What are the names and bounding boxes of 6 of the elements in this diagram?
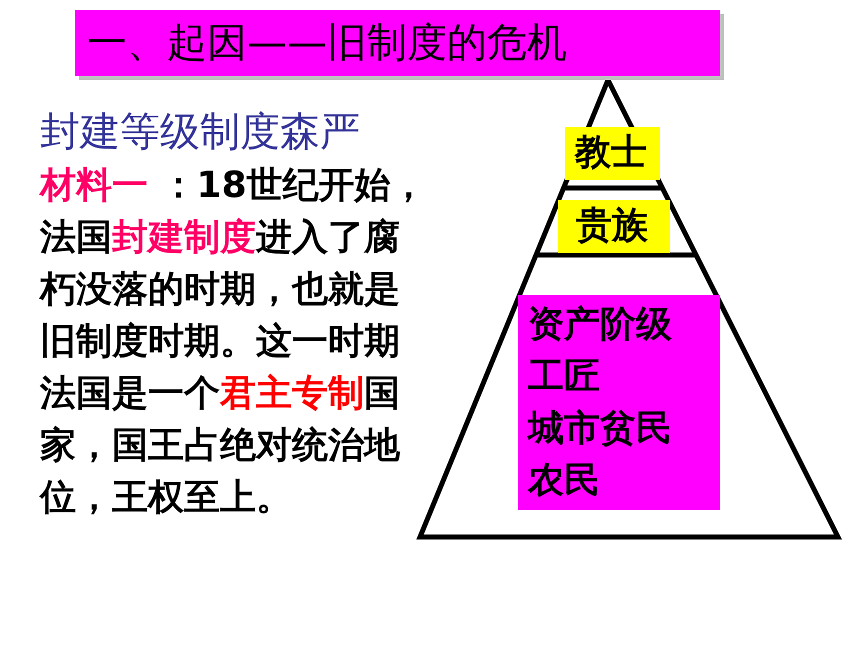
subheading: 封建等级制度森严 [40, 108, 360, 157]
title-banner: 一、起因——旧制度的危机 [75, 10, 720, 76]
class-box: 贵族 [558, 200, 670, 253]
class-box: 资产阶级 工匠 城市贫民 农民 [518, 295, 720, 510]
paragraph: 材料一 ：18世纪开始，法国封建制度进入了腐朽没落的时期，也就是旧制度时期。这一时期法国是一个君主专制国家，国王占绝对统治地位，王权至上。 [40, 164, 428, 520]
class-box: 教士 [565, 127, 660, 180]
